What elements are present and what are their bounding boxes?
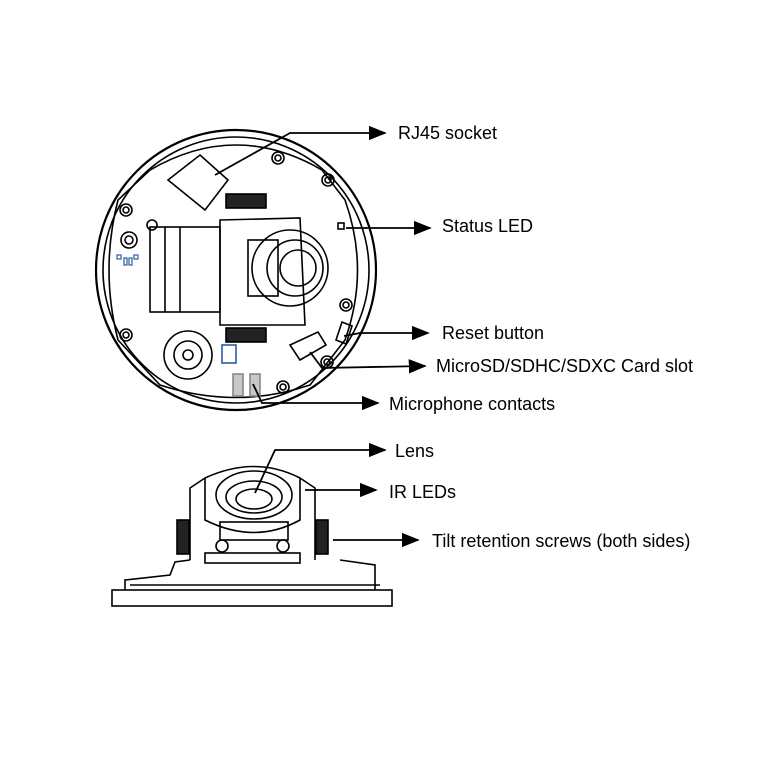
label-lens: Lens: [395, 441, 435, 461]
label-reset-button: Reset button: [442, 323, 545, 343]
tilt-screw: [315, 519, 329, 555]
label-sd-slot: MicroSD/SDHC/SDXC Card slot: [436, 356, 694, 376]
reset-button: [335, 320, 353, 346]
side-view: [111, 465, 393, 607]
lens-top: [247, 229, 329, 307]
mic-contact: [249, 373, 261, 397]
status-led: [337, 222, 345, 230]
rj45-socket: [166, 153, 230, 212]
leader-lines: [214, 125, 432, 548]
label-rj45-socket: RJ45 socket: [398, 123, 498, 143]
top-view: [94, 128, 378, 412]
sd-slot: [288, 330, 328, 362]
mic-contact: [232, 373, 244, 397]
microphone: [163, 330, 213, 380]
label-ir-leds: IR LEDs: [389, 482, 457, 502]
mounting-screws: [119, 151, 353, 394]
label-status-led: Status LED: [442, 216, 534, 236]
label-tilt-screws: Tilt retention screws (both sides): [432, 531, 691, 551]
label-microphone-contacts: Microphone contacts: [389, 394, 556, 414]
tilt-screw: [176, 519, 190, 555]
